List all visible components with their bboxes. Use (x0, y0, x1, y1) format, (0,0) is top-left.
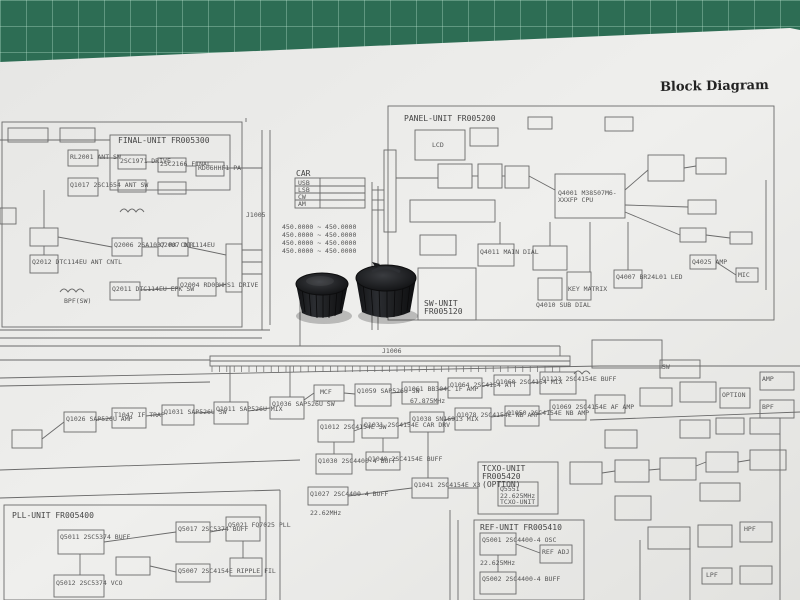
car-am: AM (298, 200, 306, 208)
chain-q1060: Q1060 2SC4154 MIX (496, 378, 563, 386)
panel-key: KEY MATRIX (568, 285, 608, 293)
ref-lpf: LPF (706, 571, 718, 579)
panel-led: Q4007 BR24L01 LED (616, 273, 683, 281)
panel-dial: Q4010 SUB DIAL (536, 301, 591, 309)
j1006-label: J1006 (382, 347, 402, 355)
right-amp: AMP (762, 375, 774, 383)
freq-note-4: 450.0000 ~ 450.0000 (282, 247, 357, 255)
diagram-title: Block Diagram (659, 78, 769, 95)
chain-q1026: Q1026 SAP526U AMP (66, 415, 133, 423)
pll-q3: Q5017 2SC5374 BUFF (178, 525, 249, 533)
panel-unit-label: PANEL-UNIT FR005200 (404, 114, 496, 123)
chain-t1047: T1047 IF TRAP (114, 411, 165, 419)
chain-q1069: Q1069 2SC4154E AF AMP (552, 403, 635, 411)
ref-mhz: 22.625MHz (480, 559, 516, 567)
right-sw: SW (662, 363, 670, 371)
chain-q1064: Q1064 2SC4154 ATT (450, 381, 517, 389)
ref-unit-label: REF-UNIT FR005410 (480, 523, 562, 532)
chain-q1059: Q1059 SAP526U SW (357, 387, 420, 395)
final-q6: Q2007 DTC114EU (160, 241, 215, 249)
right-bpf: BPF (762, 403, 774, 411)
chain-q1061: Q1061 BB304C IF AMP (404, 385, 479, 393)
ref-hpf: HPF (744, 525, 756, 533)
pll-q2: Q5012 2SC5374 VCO (56, 579, 123, 587)
chain-q1012: Q1012 2SC4154E SW (320, 423, 387, 431)
final-q8: Q2004 RD00HHS1 DRIVE (180, 281, 259, 289)
panel-cpu: Q4001 M38507M6-XXXFP CPU (558, 189, 617, 204)
car-lsb: LSB (298, 186, 310, 194)
right-option: OPTION (722, 391, 746, 399)
chain-mhz2: 67.875MHz (410, 397, 446, 405)
pll-q5: Q5007 2SC4154E RIPPLE FIL (178, 567, 276, 575)
chain-q1027: Q1027 2SC4400-4 BUFF (310, 490, 389, 498)
freq-note-2: 450.0000 ~ 450.0000 (282, 231, 357, 239)
chain-q1038: Q1038 SN16913 MIX (412, 415, 479, 423)
j1005-label: J1005 (246, 211, 266, 219)
schematic-lines (0, 105, 800, 600)
final-q7: Q2011 DTC114EU EPK SW (112, 285, 195, 293)
chain-q1031: Q1031 SAP526U SW (164, 408, 227, 416)
final-q5: Q2006 2SA1037 RX CNTL (114, 241, 197, 249)
ref-q2: Q5002 2SC4400-4 BUFF (482, 575, 561, 583)
chain-q1050: Q1050 2SC4154E NB AMP (507, 409, 590, 417)
final-q3: RD06HHF1 PA (198, 164, 242, 172)
chain-q1036: Q1036 SAP526U SW (272, 400, 335, 408)
final-q1: 2SC1971 DRIVE (120, 157, 171, 165)
panel-amp: Q4025 AMP (692, 258, 728, 266)
sw-q: Q4011 MAIN DIAL (480, 248, 539, 256)
chain-q1123: Q1123 2SC4154E BUFF (542, 375, 617, 383)
chain-q1040: Q1040 2SC4154E BUFF (368, 455, 443, 463)
pll-q4: Q5021 FQ7025 PLL (228, 521, 291, 529)
chain-mhz1: 22.62MHz (310, 509, 342, 517)
tcxo-unit-label: TCXO-UNIT FR005420 (OPTION) (482, 464, 526, 489)
car-cw: CW (298, 193, 306, 201)
sw-unit-label: SW-UNIT FR005120 (424, 299, 463, 316)
connector-pins (211, 366, 561, 372)
right-knob (355, 262, 417, 318)
chain-q1078: Q1078 2SC4154E NB AMP (457, 411, 540, 419)
chain-q1041: Q1041 2SC4154E X3 (414, 481, 481, 489)
chain-q1031b: Q1031 2SC4154E CAR DRV (364, 421, 451, 429)
ref-adj: REF ADJ (542, 548, 570, 556)
final-q9: RL2001 ANT SW (70, 153, 121, 161)
car-label: CAR (296, 169, 311, 178)
final-q4: Q1017 2SC1654 ANT SW (70, 181, 149, 189)
freq-note-1: 450.0000 ~ 450.0000 (282, 223, 357, 231)
chain-q1030: Q1030 2SC4400-4 BUFF (318, 457, 397, 465)
bpf-label: BPF(SW) (64, 297, 92, 305)
pll-unit-label: PLL-UNIT FR005400 (12, 511, 94, 520)
left-knob (295, 272, 349, 319)
chain-mcf: MCF (320, 388, 332, 396)
ref-q1: Q5001 2SC4400-4 OSC (482, 536, 557, 544)
final-unit-label: FINAL-UNIT FR005300 (118, 136, 210, 145)
panel-lcd: LCD (432, 141, 444, 149)
final-q10: Q2012 DTC114EU ANT CNTL (32, 258, 123, 266)
panel-mic: MIC (738, 271, 750, 279)
chain-q1011: Q1011 SAP526U MIX (216, 405, 283, 413)
car-usb: USB (298, 179, 310, 187)
freq-note-3: 450.0000 ~ 450.0000 (282, 239, 357, 247)
inductor-marks (59, 208, 591, 375)
final-q2: 2SC2166 FINAL (160, 160, 211, 168)
pll-q1: Q5011 2SC5374 BUFF (60, 533, 131, 541)
tcxo-q: Q5551 22.625MHz TCXO-UNIT (500, 485, 536, 506)
